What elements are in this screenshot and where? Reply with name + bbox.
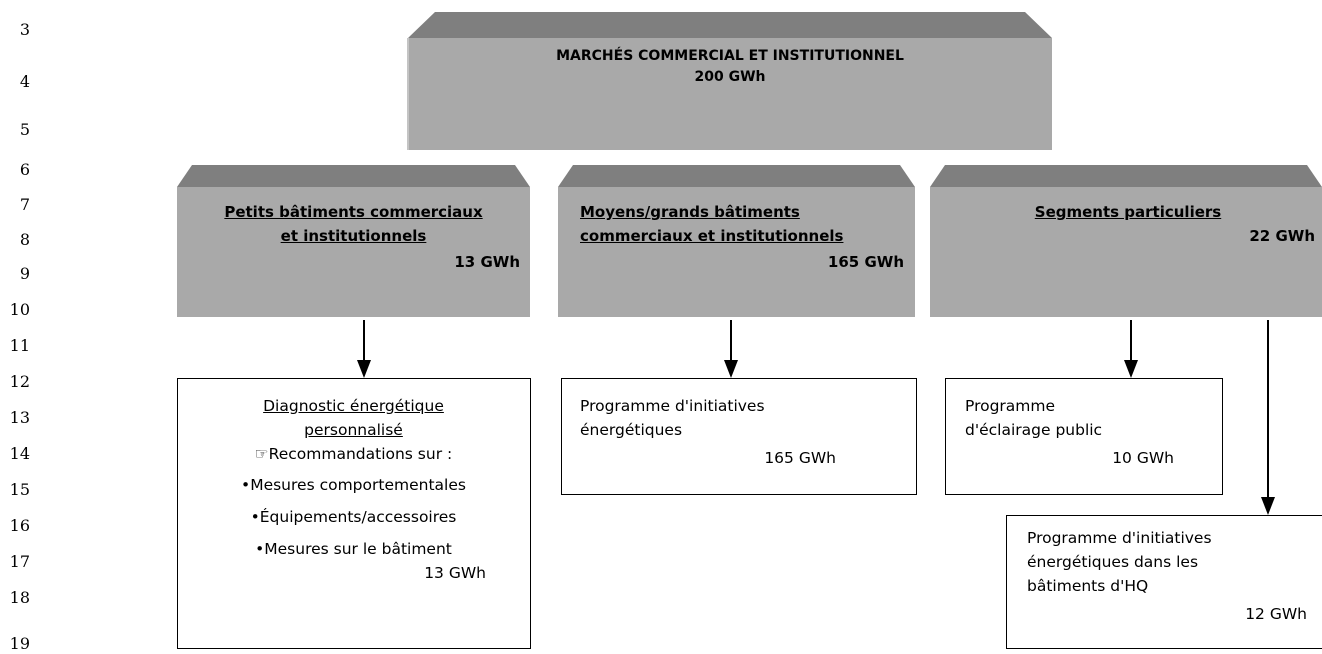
segment-body [930,187,1322,317]
segment-bevel [177,165,530,187]
segment-bevel [558,165,915,187]
arrow-head [724,360,738,378]
program-box-batiments-hq: Programme d'initiatives énergétiques dan… [1006,515,1322,649]
arrow-head [1261,497,1275,515]
line-number: 4 [19,72,30,91]
segment-body [177,187,530,317]
segment-bevel [930,165,1322,187]
line-number: 6 [19,160,30,179]
segment-3-title-line-1: Segments particuliers [1034,203,1222,221]
program-1-bullet-2: •Équipements/accessoires [250,508,457,526]
line-number: 7 [19,195,30,214]
program-1-title-line-2: personnalisé [178,418,529,442]
arrow-head [357,360,371,378]
program-4-title-line-3: bâtiments d'HQ [1027,577,1149,595]
segment-2-title: Moyens/grands bâtiments [580,200,800,224]
segment-1-title-2: et institutionnels [177,224,530,248]
program-1-bullet-3: •Mesures sur le bâtiment [255,540,452,558]
segment-3-value: 22 GWh [1249,227,1315,245]
program-box-diagnostic: Diagnostic énergétique personnalisé ☞Rec… [177,378,531,649]
segment-box-shape-3 [930,165,1322,317]
segment-2-title-2: commerciaux et institutionnels [580,224,843,248]
line-number: 13 [9,408,30,427]
line-number: 11 [9,336,30,355]
arrows [357,320,1275,515]
program-3-value: 10 GWh [1112,449,1174,467]
line-number: 19 [9,634,30,653]
line-number: 3 [19,20,30,39]
program-2-title-line-1: Programme d'initiatives [580,397,765,415]
line-number: 10 [9,300,30,319]
program-2-value: 165 GWh [764,449,836,467]
program-2-title-line-2: énergétiques [580,421,683,439]
program-1-title-line-1: Diagnostic énergétique [178,394,529,418]
line-number: 9 [19,264,30,283]
top-box-bevel [408,12,1052,38]
program-1-title-text-1: Diagnostic énergétique [263,397,444,415]
segment-box-shape-1 [177,165,530,317]
top-box-body [408,38,1052,150]
program-box-eclairage: Programme d'éclairage public 10 GWh [945,378,1223,495]
program-1-intro: ☞Recommandations sur : [254,445,453,463]
program-1-bullet-1: •Mesures comportementales [241,476,466,494]
arrow-head [1124,360,1138,378]
top-box-title: MARCHÉS COMMERCIAL ET INSTITUTIONNEL [556,48,904,64]
line-number: 12 [9,372,30,391]
line-number: 15 [9,480,30,499]
program-1-title-text-2: personnalisé [304,421,403,439]
line-number: 17 [9,552,30,571]
line-number: 16 [9,516,30,535]
line-number: 18 [9,588,30,607]
segment-2-title-line-1: Moyens/grands bâtiments [580,203,800,221]
program-3-title-line-1: Programme [965,397,1056,415]
program-4-title-line-2: énergétiques dans les [1027,553,1199,571]
segment-body [558,187,915,317]
program-box-initiatives: Programme d'initiatives énergétiques 165… [561,378,917,495]
program-3-title-line-2: d'éclairage public [965,421,1103,439]
line-number: 8 [19,230,30,249]
segment-box-shape-2 [558,165,915,317]
program-4-value: 12 GWh [1245,605,1307,623]
line-number: 14 [9,444,30,463]
segment-3-title: Segments particuliers [930,200,1322,224]
segment-1-value: 13 GWh [454,253,520,271]
line-number: 5 [19,120,30,139]
segment-1-title: Petits bâtiments commerciaux [177,200,530,224]
segment-1-title-line-2: et institutionnels [280,227,427,245]
segment-1-title-line-1: Petits bâtiments commerciaux [224,203,483,221]
segment-2-title-line-2: commerciaux et institutionnels [580,227,844,245]
program-4-title-line-1: Programme d'initiatives [1027,529,1212,547]
top-box-shape [407,12,1052,150]
top-box-value: 200 GWh [694,69,766,85]
program-1-value: 13 GWh [424,564,486,582]
segment-2-value: 165 GWh [827,253,904,271]
